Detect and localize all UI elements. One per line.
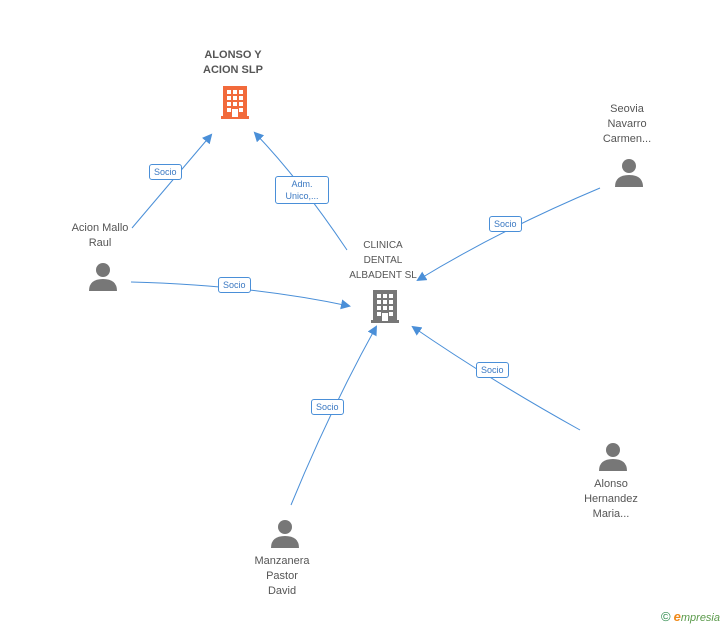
person-icon[interactable] (614, 158, 644, 188)
person-icon[interactable] (598, 442, 628, 472)
node-label-seovia[interactable]: Seovia Navarro Carmen... (602, 103, 652, 145)
node-label-manzanera[interactable]: Manzanera Pastor David (254, 555, 310, 597)
node-label-clinica[interactable]: CLINICA DENTAL ALBADENT SL (349, 240, 417, 281)
node-label-acion-mallo[interactable]: Acion Mallo Raul (71, 222, 129, 249)
edge-label-socio[interactable]: Socio (311, 399, 344, 415)
building-icon[interactable] (220, 84, 250, 120)
edge-line-alonso-hernandez-to-clinica (411, 325, 581, 431)
edge-line-acion-mallo-to-alonso (131, 133, 213, 229)
edge-label-socio[interactable]: Socio (489, 216, 522, 232)
copyright-icon: © (661, 609, 671, 624)
edge-label-socio[interactable]: Socio (149, 164, 182, 180)
edge-line-seovia-to-clinica (416, 187, 601, 282)
edge-label-socio[interactable]: Socio (218, 277, 251, 293)
person-icon[interactable] (270, 519, 300, 549)
node-label-alonso-hernandez[interactable]: Alonso Hernandez Maria... (584, 478, 638, 520)
edge-label-socio[interactable]: Socio (476, 362, 509, 378)
node-label-alonso-acion[interactable]: ALONSO Y ACION SLP (203, 49, 263, 76)
brand-name: mpresia (680, 612, 720, 624)
person-icon[interactable] (88, 262, 118, 292)
brand-initial: e (673, 609, 681, 624)
edge-line-manzanera-to-clinica (290, 325, 377, 506)
brand-footer: ©empresia (661, 609, 720, 624)
edge-label-adm-unico[interactable]: Adm. Unico,... (275, 176, 329, 204)
building-icon[interactable] (370, 288, 400, 324)
